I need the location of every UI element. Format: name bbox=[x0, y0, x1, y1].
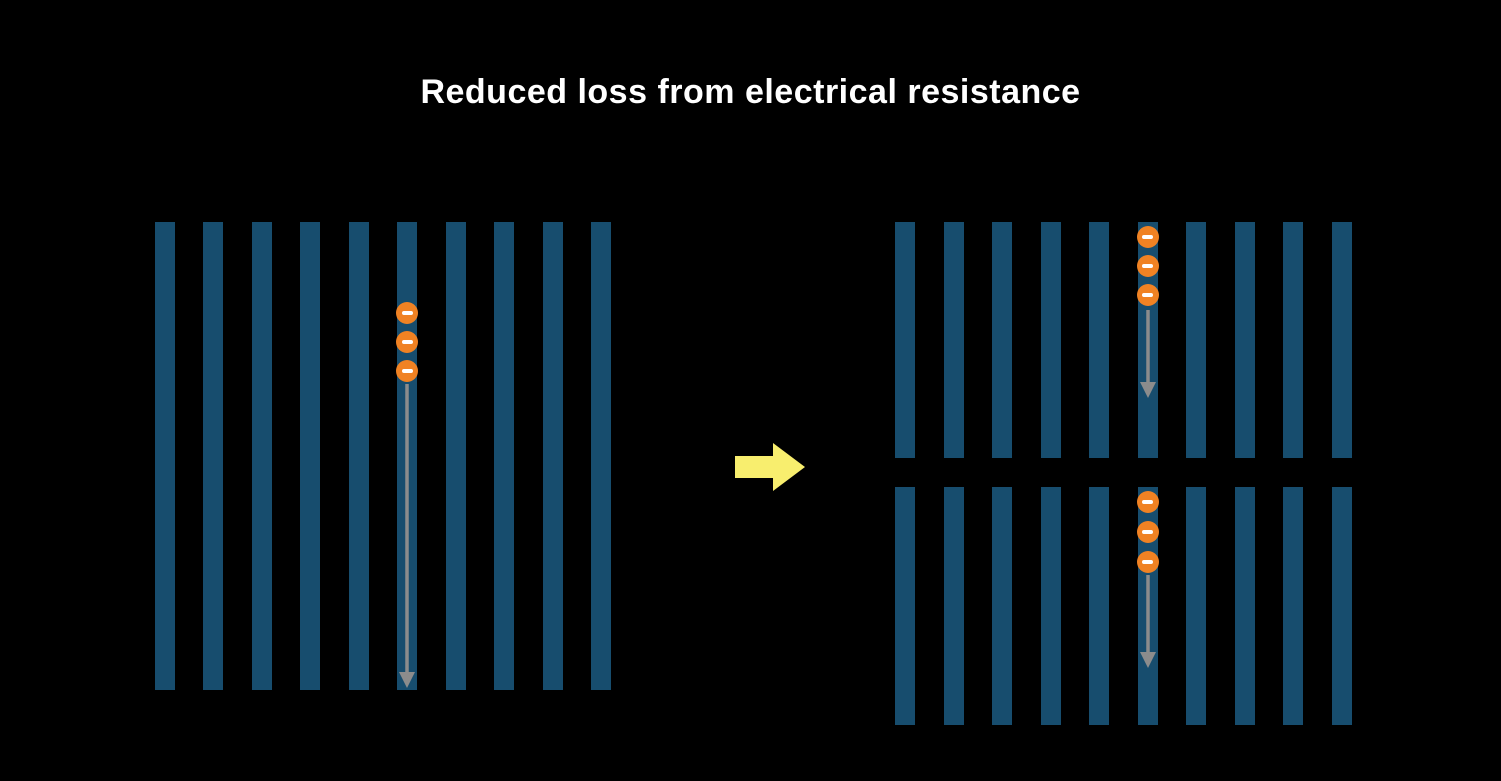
electron-icon bbox=[1136, 284, 1159, 306]
electrode-bar bbox=[895, 487, 915, 725]
electrode-bar bbox=[992, 487, 1013, 725]
electron-icon bbox=[396, 302, 419, 324]
minus-icon bbox=[401, 311, 413, 315]
arrow-down-icon bbox=[399, 384, 416, 688]
arrow-right-icon bbox=[735, 443, 805, 491]
electrode-panel-after-bottom bbox=[895, 487, 1352, 725]
electrode-bar bbox=[943, 487, 964, 725]
electrode-bar bbox=[1089, 487, 1110, 725]
electrode-bar bbox=[1040, 487, 1061, 725]
electrode-bar bbox=[1331, 222, 1352, 458]
electrode-bar bbox=[895, 222, 915, 458]
electrode-bar bbox=[1186, 487, 1207, 725]
electrode-bar bbox=[1234, 487, 1255, 725]
electrode-bar bbox=[494, 222, 515, 690]
electrode-bar bbox=[1040, 222, 1061, 458]
electrode-panel-before bbox=[155, 222, 611, 690]
electrode-bar bbox=[1283, 487, 1304, 725]
electrode-bar bbox=[445, 222, 466, 690]
arrow-down-icon bbox=[1139, 310, 1156, 398]
electrode-bar bbox=[155, 222, 175, 690]
minus-icon bbox=[1142, 293, 1154, 297]
electron-icon bbox=[1136, 521, 1159, 543]
electrode-bar bbox=[943, 222, 964, 458]
electron-icon bbox=[1136, 226, 1159, 248]
electron-icon bbox=[1136, 491, 1159, 513]
electrode-bar bbox=[1089, 222, 1110, 458]
electrode-bar bbox=[300, 222, 321, 690]
minus-icon bbox=[401, 340, 413, 344]
minus-icon bbox=[1142, 560, 1154, 564]
electrode-bar bbox=[203, 222, 224, 690]
electrode-bar bbox=[542, 222, 563, 690]
electrode-bar bbox=[251, 222, 272, 690]
electron-icon bbox=[1136, 255, 1159, 277]
electrode-bar bbox=[590, 222, 611, 690]
minus-icon bbox=[401, 369, 413, 373]
electrode-bar bbox=[1331, 487, 1352, 725]
minus-icon bbox=[1142, 530, 1154, 534]
arrow-down-icon bbox=[1139, 575, 1156, 668]
electron-icon bbox=[396, 360, 419, 382]
minus-icon bbox=[1142, 500, 1154, 504]
electron-icon bbox=[396, 331, 419, 353]
electron-icon bbox=[1136, 551, 1159, 573]
electrode-bar bbox=[1186, 222, 1207, 458]
minus-icon bbox=[1142, 264, 1154, 268]
electrode-bar bbox=[1234, 222, 1255, 458]
electrode-bar bbox=[1283, 222, 1304, 458]
electrode-panel-after-top bbox=[895, 222, 1352, 458]
electrode-bar bbox=[992, 222, 1013, 458]
diagram-title: Reduced loss from electrical resistance bbox=[420, 73, 1081, 111]
electrode-bar bbox=[348, 222, 369, 690]
minus-icon bbox=[1142, 235, 1154, 239]
